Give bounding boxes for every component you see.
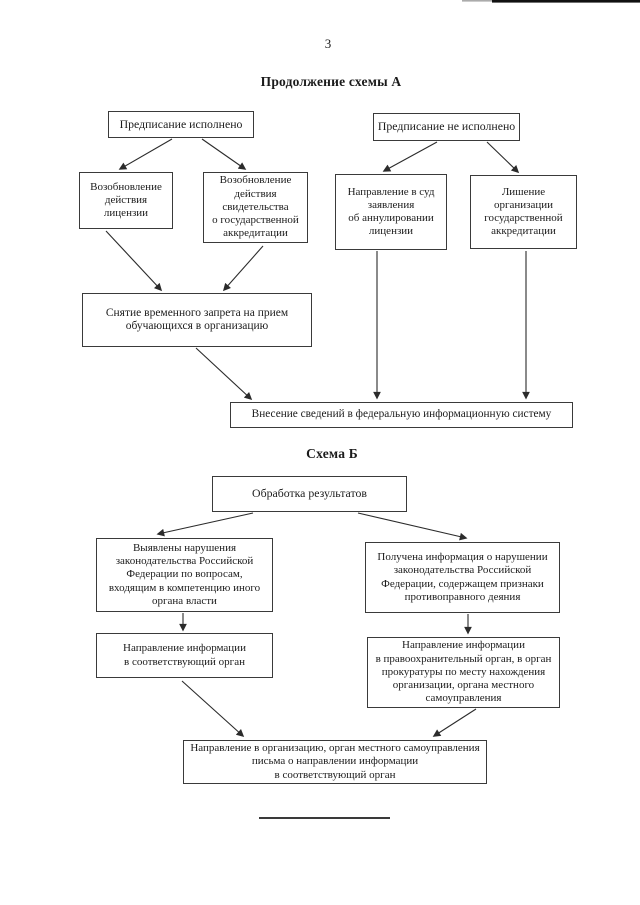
arrow-notfulfilled-to-court xyxy=(382,141,438,172)
box-court-application: Направление в суд заявления об аннулиров… xyxy=(335,174,447,250)
box-results-processing: Обработка результатов xyxy=(212,476,407,512)
arrow-ban-removal-to-federal-system xyxy=(195,347,253,401)
box-violations-found: Выявлены нарушения законодательства Росс… xyxy=(96,538,273,612)
arrow-fulfilled-to-license-renewal xyxy=(118,138,173,170)
scheme-a-title: Продолжение схемы А xyxy=(260,74,402,89)
scheme-b-title: Схема Б xyxy=(306,446,358,461)
arrow-notfulfilled-to-deprivation xyxy=(486,141,520,174)
arrow-processing-to-violations xyxy=(156,512,254,537)
box-accreditation-deprivation: Лишение организации государственной аккр… xyxy=(470,175,577,249)
arrow-fulfilled-to-accreditation-renewal xyxy=(201,138,247,170)
box-info-to-law-enforcement: Направление информации в правоохранитель… xyxy=(367,637,560,708)
box-info-to-authority: Направление информации в соответствующий… xyxy=(96,633,273,678)
scan-artifact-streak xyxy=(492,0,640,3)
arrow-accreditation-to-ban-removal xyxy=(222,245,264,292)
page-number: 3 xyxy=(324,36,332,51)
box-license-renewal: Возобновление действия лицензии xyxy=(79,172,173,229)
arrow-authority-to-letter xyxy=(181,680,245,738)
box-info-received: Получена информация о нарушении законода… xyxy=(365,542,560,613)
box-letter-to-organization: Направление в организацию, орган местног… xyxy=(183,740,487,784)
box-prescription-fulfilled: Предписание исполнено xyxy=(108,111,254,138)
box-prescription-not-fulfilled: Предписание не исполнено xyxy=(373,113,520,141)
arrow-law-enforcement-to-letter xyxy=(432,708,477,737)
arrow-processing-to-info-received xyxy=(357,512,468,541)
arrow-license-to-ban-removal xyxy=(105,230,163,292)
scan-artifact-streak-faint xyxy=(462,0,492,2)
box-ban-removal: Снятие временного запрета на прием обуча… xyxy=(82,293,312,347)
box-federal-info-system: Внесение сведений в федеральную информац… xyxy=(230,402,573,428)
box-accreditation-renewal: Возобновление действия свидетельства о г… xyxy=(203,172,308,243)
